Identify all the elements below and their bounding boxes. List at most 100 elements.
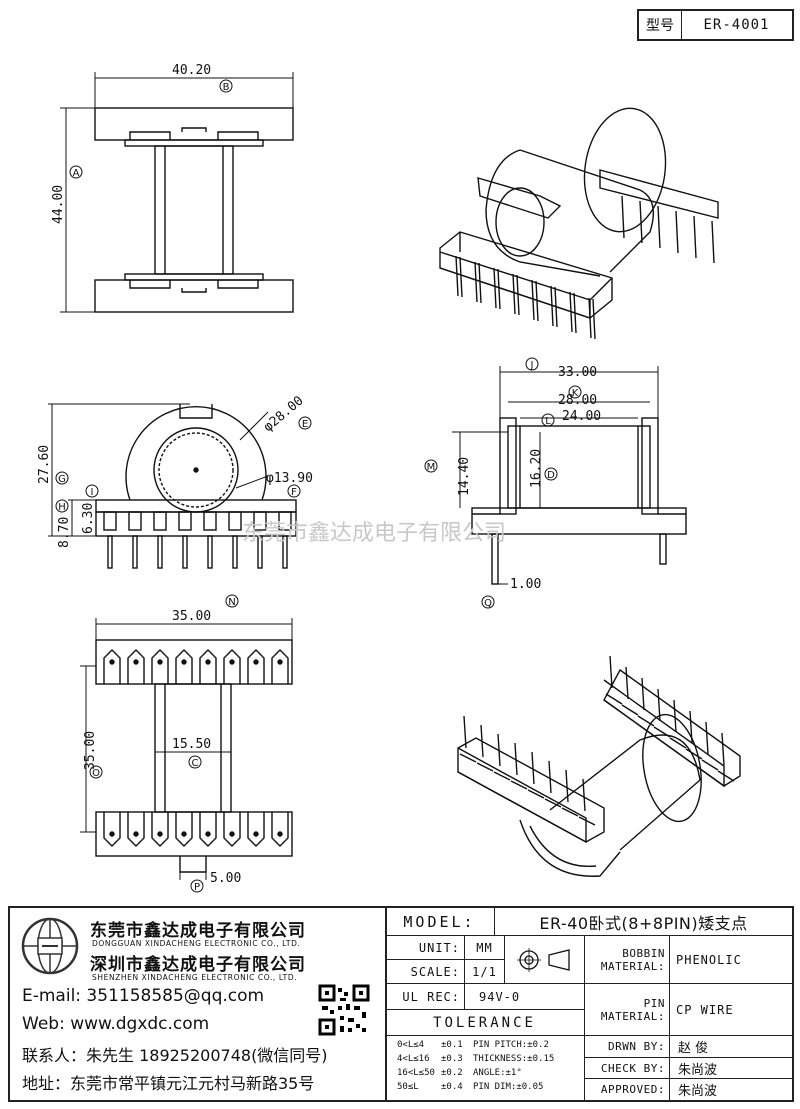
ulrec-label: UL REC:: [402, 989, 460, 1004]
check-label: CHECK BY:: [600, 1061, 665, 1075]
iso-slot: [637, 715, 655, 727]
bottom-pin: [109, 659, 115, 665]
iso-pin: [721, 732, 725, 766]
bottom-pin: [277, 831, 283, 837]
tol-note: ANGLE:±1°: [473, 1068, 522, 1078]
iso-slot: [544, 798, 562, 808]
bottom-pin: [157, 831, 163, 837]
tol-value: ±0.4: [441, 1082, 463, 1092]
bottom-slot: [199, 812, 217, 847]
front-view: [48, 403, 312, 569]
iso-slot: [685, 748, 703, 760]
marker-g: G: [58, 474, 66, 485]
bottom-pin: [157, 659, 163, 665]
front-pin: [207, 535, 213, 569]
front-slot: [128, 511, 142, 531]
drawn-label: DRWN BY:: [608, 1040, 665, 1053]
iso-slot: [561, 807, 579, 817]
iso-pin: [497, 733, 501, 767]
iso-view-bottom: [457, 655, 741, 877]
iso-pin: [582, 778, 586, 812]
iso-slot: [669, 737, 687, 749]
drawn-label-cell: DRWN BY:: [585, 1036, 670, 1058]
company-name-dg-en: DONGGUAN XINDACHENG ELECTRONIC CO., LTD.: [92, 939, 301, 948]
iso-pin: [641, 677, 645, 711]
iso-pin: [673, 699, 677, 733]
bottom-slot: [103, 812, 121, 847]
front-pin: [132, 535, 138, 569]
front-pin: [232, 535, 238, 569]
bottom-slot: [223, 812, 241, 847]
model-label: MODEL:: [403, 912, 476, 931]
iso-pin: [625, 666, 629, 700]
dim-top-height: 44.00: [51, 185, 66, 224]
scale-value-cell: 1/1: [465, 960, 505, 984]
iso-pin: [493, 267, 497, 309]
side-view: [424, 357, 687, 609]
bobbin-label: BOBBIN MATERIAL:: [600, 946, 665, 973]
front-slot: [178, 511, 192, 531]
iso-pin: [621, 195, 625, 239]
iso-slot: [493, 771, 511, 781]
iso-pin: [693, 215, 697, 259]
tol-range: 16<L≤50: [397, 1068, 435, 1078]
model-value: ER-40卧式(8+8PIN)矮支点: [539, 913, 748, 933]
approved-value-cell: 朱尚波: [670, 1079, 792, 1100]
front-slot: [203, 511, 217, 531]
front-pin: [182, 535, 188, 569]
dim-front-6-30: 6.30: [81, 503, 96, 534]
company-contact: 联系人：朱先生 18925200748(微信同号): [22, 1046, 328, 1065]
bottom-slot: [223, 649, 241, 684]
pin-value-cell: CP WIRE: [670, 984, 792, 1036]
qr-code: [318, 984, 370, 1036]
marker-d: D: [547, 470, 555, 481]
scale-label-cell: SCALE:: [385, 960, 465, 984]
bottom-pin: [253, 659, 259, 665]
projection-symbol-icon: [516, 947, 570, 972]
bottom-slot: [175, 649, 193, 684]
iso-slot: [527, 789, 545, 799]
iso-pin: [516, 274, 520, 316]
bottom-pin: [253, 831, 259, 837]
iso-slot: [459, 753, 477, 763]
unit-label: UNIT:: [418, 940, 460, 955]
tol-range: 4<L≤16: [397, 1054, 430, 1064]
iso-pin: [592, 298, 596, 340]
iso-pin: [531, 751, 535, 785]
tolerance-label-cell: TOLERANCE: [385, 1010, 585, 1036]
iso-pin: [675, 210, 679, 254]
marker-p: P: [194, 882, 200, 893]
marker-h: H: [58, 502, 66, 513]
dim-side-1-00: 1.00: [510, 577, 541, 592]
company-name-sz: 深圳市鑫达成电子有限公司: [90, 955, 306, 975]
iso-slot: [653, 726, 671, 738]
iso-slot: [476, 762, 494, 772]
iso-pin: [512, 273, 516, 315]
tol-value: ±0.3: [441, 1054, 463, 1064]
marker-j: J: [530, 360, 534, 371]
model-value-cell: ER-40卧式(8+8PIN)矮支点: [495, 908, 792, 936]
iso-pin: [548, 760, 552, 794]
marker-q: Q: [484, 598, 492, 609]
marker-letters: A B C D E F G H I J K L M N O P Q: [58, 82, 579, 893]
dim-front-27-60: 27.60: [37, 445, 52, 484]
drawn-value-cell: 赵 俊: [670, 1036, 792, 1058]
front-pin: [257, 535, 263, 569]
bottom-pin: [229, 831, 235, 837]
technical-drawing: 40.20 44.00 φ28.00 φ13.90 27.60 8.70 6.3…: [37, 63, 741, 893]
tol-value: ±0.1: [441, 1040, 463, 1050]
bottom-slot: [271, 649, 289, 684]
iso-pin: [565, 769, 569, 803]
bottom-slot: [247, 649, 265, 684]
marker-f: F: [291, 487, 297, 498]
iso-slot: [605, 693, 623, 705]
scale-label: SCALE:: [410, 964, 460, 979]
front-slot: [253, 511, 267, 531]
front-slot: [278, 511, 292, 531]
iso-pin: [573, 292, 577, 334]
check-label-cell: CHECK BY:: [585, 1058, 670, 1079]
marker-c: C: [192, 758, 199, 769]
model-header-value: ER-4001: [703, 17, 770, 33]
bottom-slot: [247, 812, 265, 847]
